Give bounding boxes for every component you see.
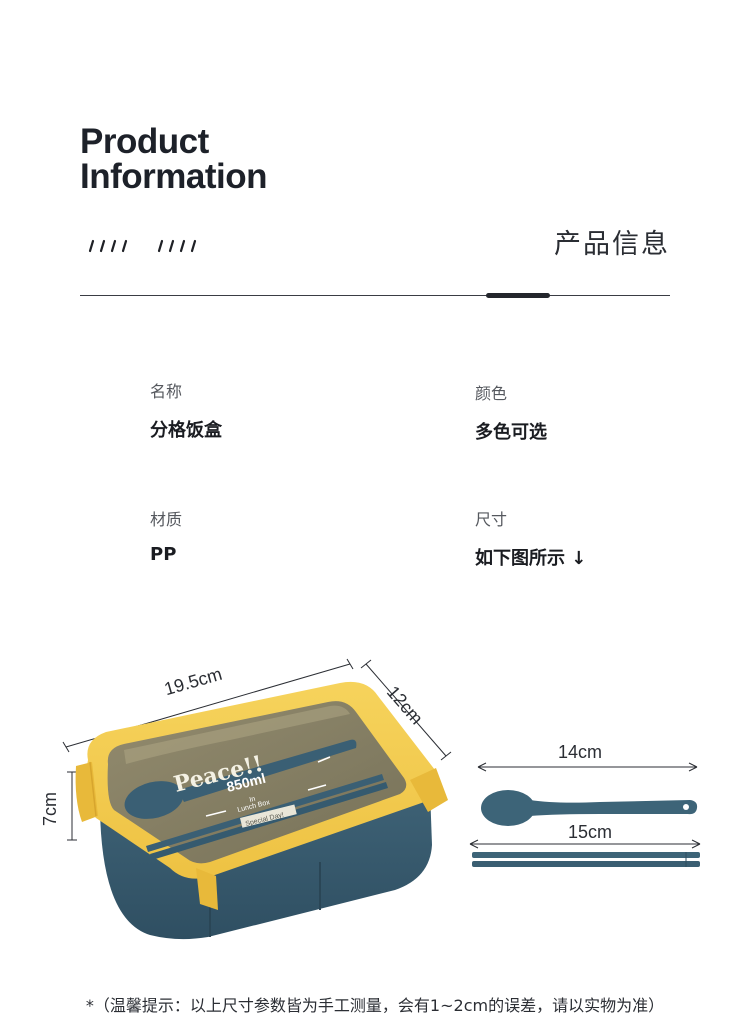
spec-value: PP [150, 544, 177, 565]
spec-label: 尺寸 [475, 510, 508, 529]
spec-name: 名称 分格饭盒 [150, 378, 222, 442]
slash-decoration-icon [88, 239, 197, 253]
spec-label: 名称 [150, 382, 183, 401]
page-title-en: Product Information [80, 124, 267, 194]
spec-label: 材质 [150, 510, 183, 529]
spec-label: 颜色 [475, 384, 508, 403]
lunch-box-illustration: Peace!! 850ml In Lunch Box Special Day! [62, 658, 701, 940]
title-en-line1: Product [80, 122, 209, 161]
spec-material: 材质 PP [150, 506, 182, 565]
lid-line1-text: In [249, 796, 256, 804]
spec-color: 颜色 多色可选 [475, 380, 547, 444]
spec-size: 尺寸 如下图所示 ↓ [475, 506, 586, 570]
title-en-line2: Information [80, 157, 267, 196]
spec-value: 如下图所示 ↓ [475, 548, 587, 569]
measurement-note: *（温馨提示：以上尺寸参数皆为手工测量，会有1~2cm的误差，请以实物为准） [85, 996, 665, 1015]
box-height-label: 7cm [40, 791, 60, 826]
page-title-cn: 产品信息 [554, 229, 670, 260]
section-divider [80, 295, 670, 296]
spec-value: 分格饭盒 [150, 420, 222, 441]
spoon-length-label: 14cm [558, 742, 603, 762]
divider-accent [486, 293, 550, 298]
chopsticks-length-label: 15cm [568, 822, 613, 842]
spec-value: 多色可选 [475, 422, 547, 443]
